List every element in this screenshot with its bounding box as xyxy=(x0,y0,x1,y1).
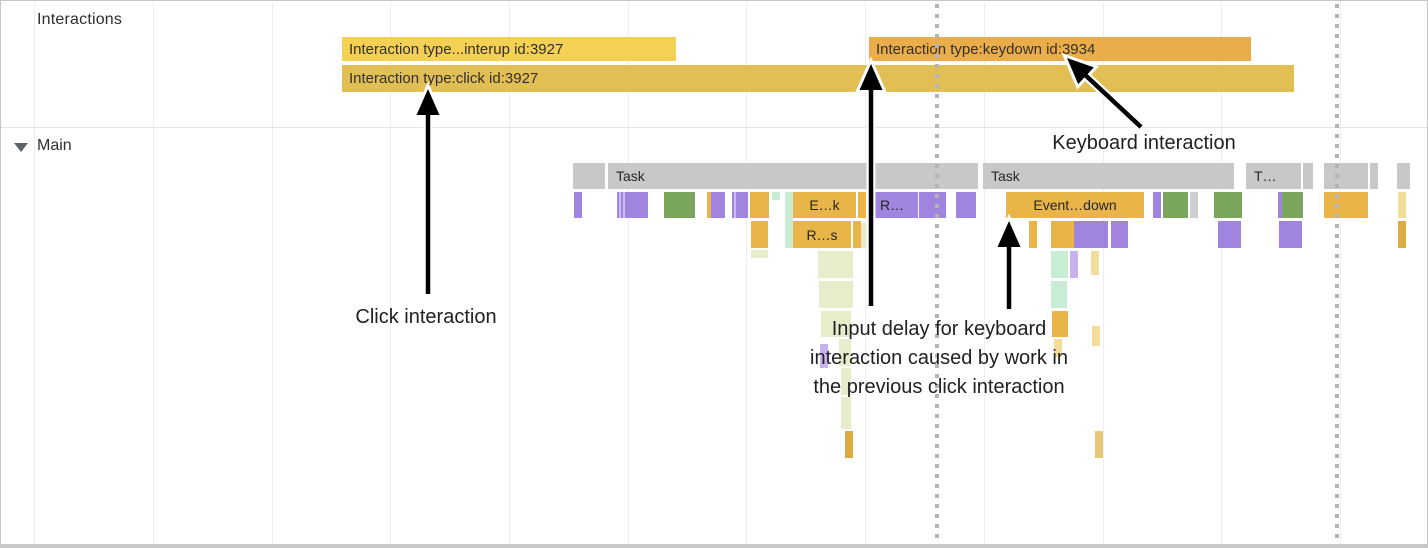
flame-block-rs[interactable]: R…s xyxy=(793,221,851,248)
gridline xyxy=(984,2,985,544)
flame-block[interactable] xyxy=(853,221,861,248)
flame-block[interactable] xyxy=(574,192,582,218)
flame-block[interactable] xyxy=(819,281,853,308)
dotted-guide-line xyxy=(935,4,939,544)
flame-block[interactable] xyxy=(821,311,851,337)
flame-block[interactable] xyxy=(1282,192,1303,218)
flame-block[interactable] xyxy=(732,192,740,218)
flame-block[interactable] xyxy=(1163,192,1188,218)
interactions-track-label: Interactions xyxy=(37,11,123,28)
flame-block[interactable] xyxy=(1402,163,1410,189)
flame-block[interactable] xyxy=(573,163,605,189)
flame-block[interactable] xyxy=(626,192,648,218)
input-delay-annotation: Input delay for keyboard interaction cau… xyxy=(759,315,1119,402)
flame-block[interactable] xyxy=(1398,192,1406,218)
flame-block[interactable] xyxy=(919,192,946,218)
flame-block[interactable] xyxy=(1324,163,1368,189)
panel-bottom-border xyxy=(1,544,1427,547)
flame-block[interactable] xyxy=(818,251,853,278)
flame-block[interactable] xyxy=(738,192,748,218)
flame-block-task[interactable]: Task xyxy=(983,163,1234,189)
flame-block[interactable] xyxy=(1370,163,1378,189)
flame-block[interactable] xyxy=(845,431,853,458)
flame-block[interactable] xyxy=(1095,431,1103,458)
click-interaction-arrow-head xyxy=(416,89,440,115)
interaction-bar[interactable]: Interaction type...interup id:3927 xyxy=(342,37,676,61)
flame-block[interactable] xyxy=(1279,221,1302,248)
gridline xyxy=(153,2,154,544)
flame-block[interactable] xyxy=(750,192,769,218)
flame-block[interactable] xyxy=(772,192,780,200)
flame-block-t[interactable]: T… xyxy=(1246,163,1301,189)
main-track-header[interactable]: Main xyxy=(14,137,72,155)
flame-block[interactable] xyxy=(1303,163,1313,189)
flame-block[interactable] xyxy=(1092,326,1100,346)
flame-block[interactable] xyxy=(841,397,851,429)
flame-block[interactable] xyxy=(1051,281,1067,308)
flame-block[interactable] xyxy=(1074,221,1108,248)
flame-block[interactable] xyxy=(617,192,626,218)
dotted-guide-line xyxy=(1335,4,1339,544)
flame-block[interactable] xyxy=(751,221,768,248)
flame-block[interactable] xyxy=(711,192,725,218)
gridline xyxy=(1221,2,1222,544)
flame-block[interactable] xyxy=(1398,221,1406,248)
flame-block[interactable] xyxy=(1051,251,1068,278)
flame-block[interactable] xyxy=(785,192,793,248)
interaction-bar[interactable]: Interaction type:keydown id:3934 xyxy=(869,37,1251,61)
flame-block-ek[interactable]: E…k xyxy=(793,192,856,218)
flame-block[interactable] xyxy=(1051,221,1074,248)
flame-block[interactable] xyxy=(1190,192,1198,218)
flame-block[interactable] xyxy=(956,192,976,218)
track-divider xyxy=(1,127,1427,128)
input-delay-line-2: interaction caused by work in xyxy=(810,347,1068,369)
gridline xyxy=(34,2,35,544)
flame-block[interactable] xyxy=(1054,339,1062,357)
expand-triangle-icon[interactable] xyxy=(14,143,28,152)
flame-block[interactable] xyxy=(1052,311,1068,337)
interaction-bar[interactable]: Interaction type:click id:3927 xyxy=(342,65,1294,92)
flame-block[interactable] xyxy=(1214,192,1242,218)
gridline xyxy=(272,2,273,544)
flame-block[interactable] xyxy=(1070,251,1078,278)
flame-block[interactable] xyxy=(1091,251,1099,275)
flame-block-r[interactable]: R… xyxy=(872,192,918,218)
flame-block[interactable] xyxy=(839,339,851,366)
input-delay-line-1: Input delay for keyboard xyxy=(831,318,1047,340)
flame-block-task[interactable]: Task xyxy=(608,163,978,189)
flame-block[interactable] xyxy=(820,344,828,368)
flame-block[interactable] xyxy=(858,192,866,218)
keyboard-interaction-annotation: Keyboard interaction xyxy=(1052,132,1236,154)
input-delay-line-3: the previous click interaction xyxy=(813,376,1065,398)
gridline xyxy=(628,2,629,544)
gridline xyxy=(1340,2,1341,544)
gridline xyxy=(865,2,866,544)
click-interaction-arrow-head xyxy=(411,81,445,118)
flame-block[interactable] xyxy=(1029,221,1037,248)
gridline xyxy=(1103,2,1104,544)
main-track-label: Main xyxy=(37,137,72,154)
flame-block[interactable] xyxy=(751,250,768,258)
flame-block[interactable] xyxy=(1111,221,1128,248)
flame-block[interactable] xyxy=(1397,163,1405,189)
flame-block-eventdown[interactable]: Event…down xyxy=(1006,192,1144,218)
click-interaction-annotation: Click interaction xyxy=(355,306,497,328)
gridline xyxy=(390,2,391,544)
event-keydown-arrow-head xyxy=(997,221,1021,247)
flame-block[interactable] xyxy=(664,192,695,218)
flame-block[interactable] xyxy=(861,223,869,248)
flame-block[interactable] xyxy=(1324,192,1368,218)
flame-block[interactable] xyxy=(1153,192,1161,218)
gridline xyxy=(746,2,747,544)
flame-block[interactable] xyxy=(1218,221,1241,248)
gridline xyxy=(509,2,510,544)
flame-block[interactable] xyxy=(841,368,851,395)
event-keydown-arrow-head xyxy=(992,213,1026,250)
